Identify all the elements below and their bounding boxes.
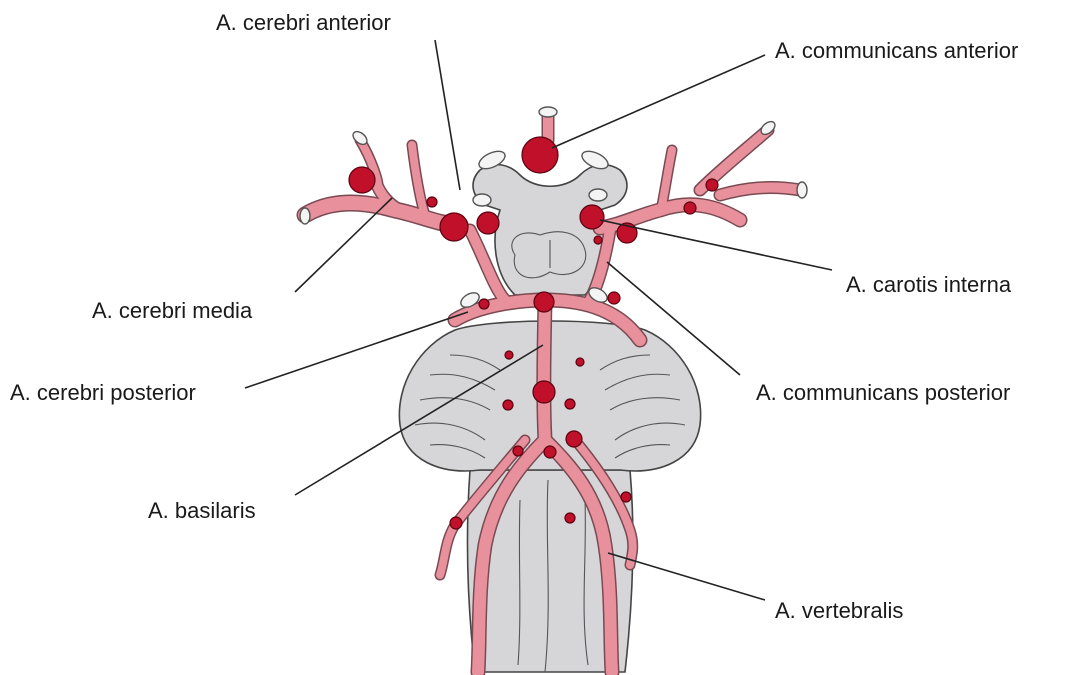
label-cerebri-anterior: A. cerebri anterior [216, 10, 391, 36]
aneurysm-dot [565, 513, 575, 523]
label-carotis-interna: A. carotis interna [846, 272, 1011, 298]
label-cerebri-media: A. cerebri media [92, 298, 252, 324]
a-basilaris [544, 300, 545, 440]
aneurysm-dot [544, 446, 556, 458]
aneurysm-dot [479, 299, 489, 309]
aneurysm-dot [503, 400, 513, 410]
leader-carotis-interna [600, 220, 832, 270]
aneurysm-dot [594, 236, 602, 244]
aneurysm-dot [522, 137, 558, 173]
label-communicans-posterior: A. communicans posterior [756, 380, 1010, 406]
label-vertebralis: A. vertebralis [775, 598, 903, 624]
aneurysm-dot [450, 517, 462, 529]
leader-cerebri-anterior [435, 40, 460, 190]
aneurysm-dot [565, 399, 575, 409]
label-cerebri-posterior: A. cerebri posterior [10, 380, 196, 406]
aneurysm-dot [533, 381, 555, 403]
aneurysm-dot [440, 213, 468, 241]
aneurysm-dot [477, 212, 499, 234]
aneurysm-dot [580, 205, 604, 229]
label-basilaris: A. basilaris [148, 498, 256, 524]
leader-communicans-anterior [552, 55, 765, 148]
aneurysm-dot [566, 431, 582, 447]
aneurysm-dot [513, 446, 523, 456]
aneurysm-dot [621, 492, 631, 502]
aneurysm-dot [427, 197, 437, 207]
aneurysm-dot [684, 202, 696, 214]
aneurysm-dot [534, 292, 554, 312]
aneurysm-dot [608, 292, 620, 304]
aneurysm-dot [576, 358, 584, 366]
aneurysm-dot [706, 179, 718, 191]
aneurysm-dot [349, 167, 375, 193]
label-communicans-anterior: A. communicans anterior [775, 38, 1018, 64]
aneurysm-dot [505, 351, 513, 359]
